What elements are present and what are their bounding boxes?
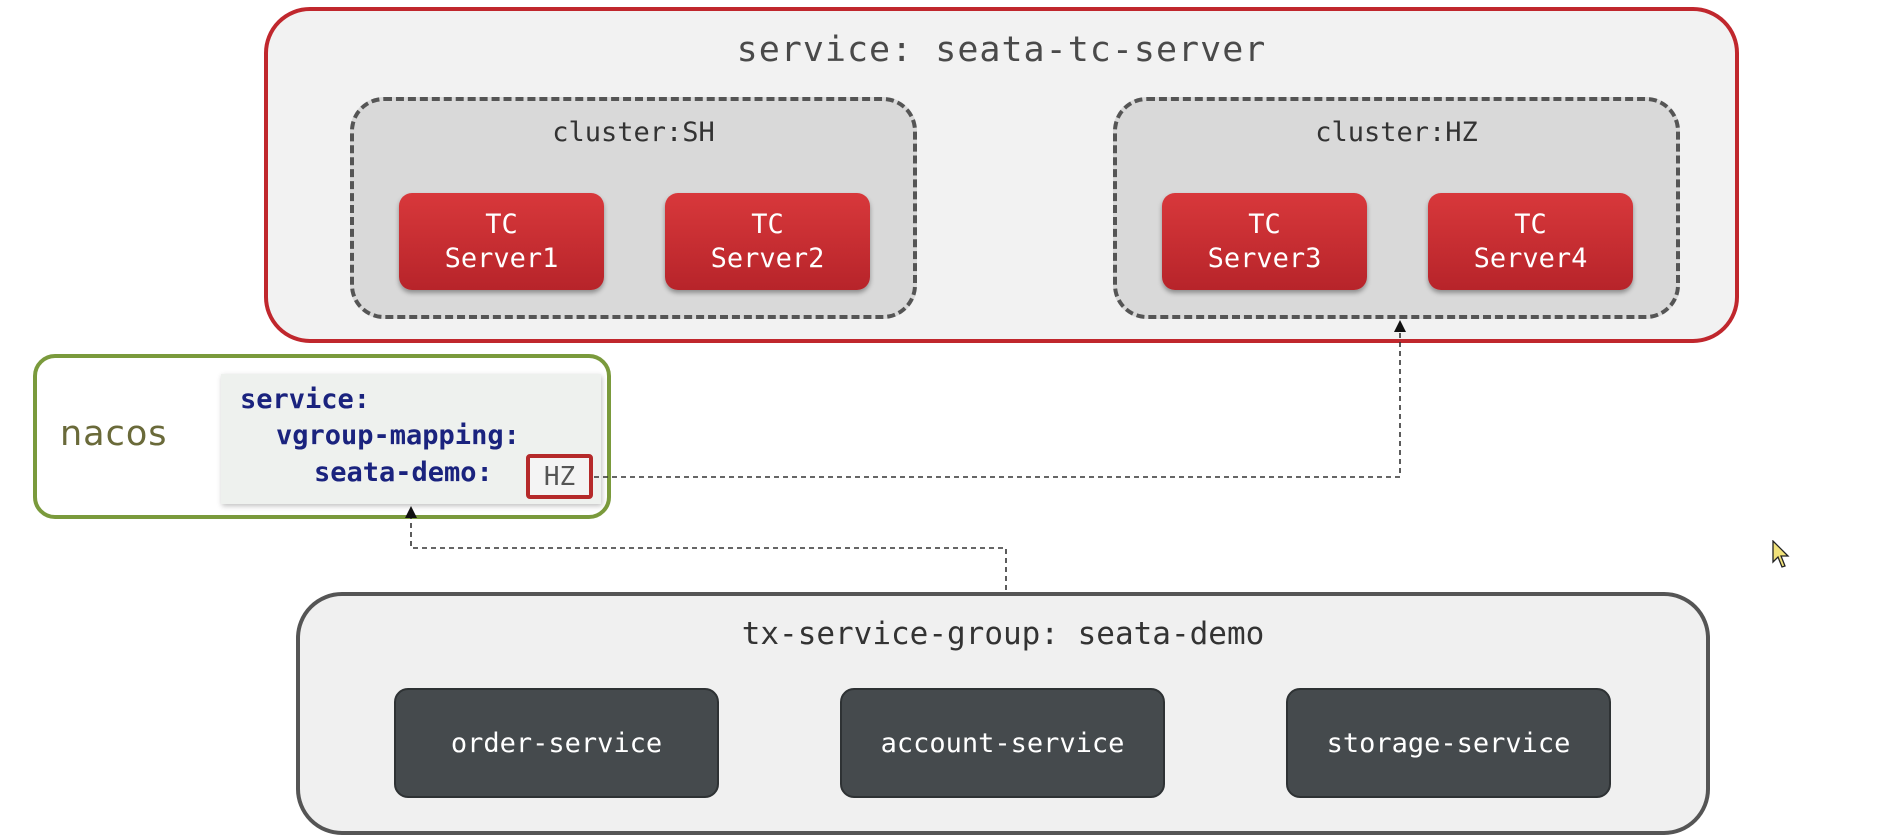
mouse-cursor-icon [1772, 540, 1790, 568]
tc-server-1: TC Server1 [399, 193, 604, 290]
config-line-vgroup-mapping: vgroup-mapping: [276, 420, 520, 451]
tc-server-2: TC Server2 [665, 193, 870, 290]
cluster-hz-title: cluster:HZ [1315, 117, 1478, 148]
connector-hz-to-cluster [594, 330, 1401, 478]
tc-server-1-line1: TC [485, 208, 518, 240]
config-value-hz: HZ [526, 454, 593, 499]
tc-server-4-line2: Server4 [1473, 242, 1588, 274]
order-service-box: order-service [394, 688, 719, 798]
tx-service-group-title: tx-service-group: seata-demo [741, 616, 1265, 652]
connector-tx-to-nacos [410, 516, 1007, 590]
config-line-seata-demo: seata-demo: [314, 457, 493, 488]
account-service-box: account-service [840, 688, 1165, 798]
tc-server-4: TC Server4 [1428, 193, 1633, 290]
tc-server-1-line2: Server1 [444, 242, 559, 274]
tc-server-4-line1: TC [1514, 208, 1547, 240]
cluster-sh-title: cluster:SH [552, 117, 715, 148]
tc-server-3-line2: Server3 [1207, 242, 1322, 274]
tc-server-3-line1: TC [1248, 208, 1281, 240]
tc-server-2-line2: Server2 [710, 242, 825, 274]
tc-server-3: TC Server3 [1162, 193, 1367, 290]
service-title: service: seata-tc-server [736, 30, 1267, 70]
nacos-label: nacos [60, 414, 168, 454]
storage-service-box: storage-service [1286, 688, 1611, 798]
tc-server-2-line1: TC [751, 208, 784, 240]
config-line-service: service: [240, 384, 371, 415]
